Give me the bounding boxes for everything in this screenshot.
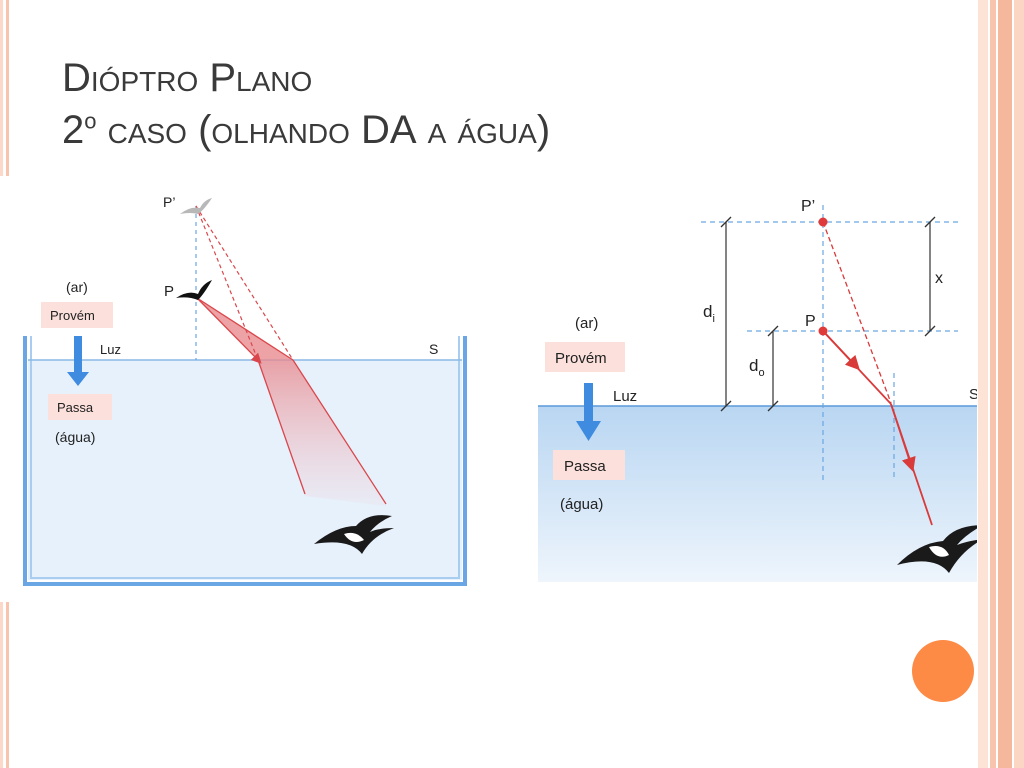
- label-p: P: [164, 283, 174, 300]
- decor-orange-circle: [912, 640, 974, 702]
- label-s: S: [969, 386, 977, 403]
- label-do: do: [749, 356, 765, 379]
- water-tank: [28, 360, 462, 580]
- label-agua: (água): [560, 496, 603, 513]
- bird-real-icon: [176, 280, 212, 300]
- label-luz: Luz: [100, 342, 121, 357]
- label-passa: Passa: [57, 400, 94, 415]
- label-ar: (ar): [575, 315, 598, 332]
- label-bg: [41, 302, 113, 328]
- refracted-beam: [258, 360, 386, 506]
- decor-stripe: [978, 0, 988, 768]
- tank-wall: [23, 336, 467, 586]
- label-passa: Passa: [564, 458, 606, 475]
- virtual-ray: [195, 205, 294, 361]
- bird-image-icon: [180, 198, 212, 214]
- decor-stripe: [998, 0, 1012, 768]
- label-bg: [553, 450, 625, 480]
- point-p-prime: [818, 217, 828, 227]
- point-p: [818, 326, 828, 336]
- label-bg: [545, 342, 625, 372]
- label-s: S: [429, 341, 438, 357]
- label-provem: Provém: [555, 350, 607, 367]
- title-ordinal: o: [84, 108, 97, 134]
- decor-stripe: [990, 0, 996, 768]
- label-x: x: [935, 270, 943, 287]
- label-p-prime: P’: [801, 198, 815, 215]
- slide-title-line1: Dióptro Plano: [62, 56, 313, 100]
- title-text: caso (olhando: [96, 108, 361, 152]
- label-provem: Provém: [50, 308, 95, 323]
- label-agua: (água): [55, 429, 95, 445]
- label-p-prime: P’: [163, 194, 175, 210]
- left-diagram: P’ P (ar) Provém Luz S Passa (água): [0, 176, 492, 602]
- virtual-ray: [822, 221, 892, 404]
- light-direction-arrow: [67, 336, 89, 386]
- label-p: P: [805, 313, 816, 330]
- title-da: DA: [360, 108, 417, 152]
- title-text-end: a água): [416, 108, 551, 152]
- light-direction-arrow: [576, 383, 601, 441]
- label-bg: [48, 394, 112, 420]
- slide-title-line2: 2o caso (olhando DA a água): [62, 108, 550, 153]
- water-region: [538, 406, 977, 582]
- decor-stripe: [1014, 0, 1024, 768]
- label-di: di: [703, 302, 715, 325]
- label-luz: Luz: [613, 388, 637, 405]
- title-number: 2: [62, 108, 85, 152]
- label-ar: (ar): [66, 279, 88, 295]
- right-diagram: P’ P x di do (ar) Provém Luz S Passa (ág…: [483, 185, 977, 606]
